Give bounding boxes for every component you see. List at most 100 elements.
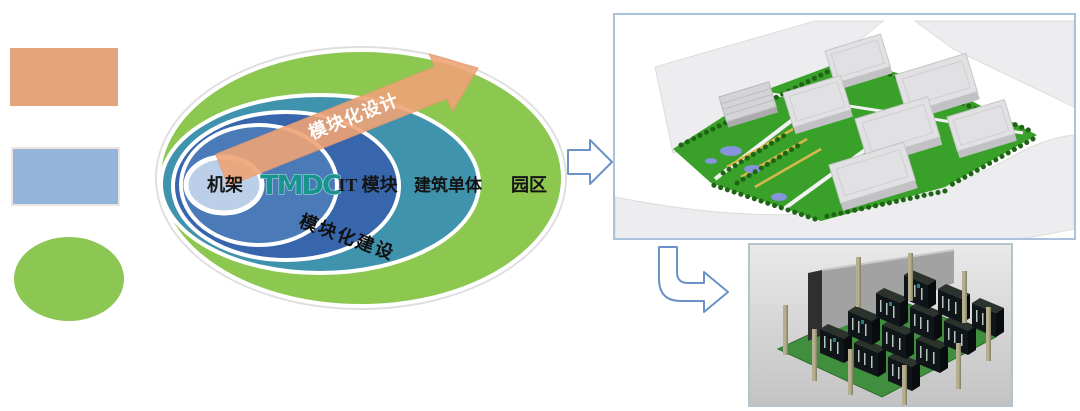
rack-side (878, 348, 886, 377)
structural-columns (783, 253, 991, 405)
rack-teal-panel (833, 338, 836, 342)
rack-side (968, 326, 976, 355)
rack-front (876, 293, 900, 327)
rack-led-strip (830, 339, 832, 351)
server-rack-room-3d-render (748, 243, 1013, 407)
rack-led-strip (898, 367, 900, 379)
data-hall (828, 141, 918, 211)
rack-cluster (882, 320, 914, 359)
rack-top (882, 320, 914, 335)
column-shade (989, 307, 991, 361)
rack-side (996, 308, 1004, 337)
column-face (902, 365, 907, 405)
rack-top (916, 334, 948, 349)
rack-side (906, 330, 914, 359)
rack-led-strip (858, 350, 860, 362)
column-shade (859, 257, 861, 307)
column (902, 365, 907, 405)
pond (720, 146, 742, 156)
column-shade (786, 305, 788, 355)
column-shade (815, 329, 817, 381)
rack-teal-panel (861, 320, 864, 324)
garden-strip (754, 147, 822, 189)
rack-led-strip (892, 335, 894, 347)
rack-top (876, 288, 908, 303)
rack-led-strip (865, 324, 867, 336)
flow-arrow-elbow (658, 246, 729, 313)
rack-label: 机架 (207, 174, 243, 195)
data-hall (946, 98, 1017, 159)
rack-led-strip (961, 334, 963, 346)
rack-top (888, 352, 920, 367)
column (848, 349, 853, 395)
rack-led-strip (976, 310, 978, 322)
rack-front (882, 325, 906, 359)
rack-led-strip (914, 314, 916, 326)
column (856, 257, 861, 307)
rack-side (928, 280, 936, 309)
rack-led-strip (933, 352, 935, 364)
rack-room-illustration (750, 245, 1011, 405)
tmdc-logo: TMDC (260, 170, 341, 201)
rack-side (940, 344, 948, 373)
campus-label: 园区 (511, 175, 547, 195)
column-face (783, 305, 788, 355)
rack-top (848, 306, 880, 321)
data-hall-buildings (782, 33, 1017, 211)
rack-led-strip (893, 306, 895, 318)
rack-led-strip (871, 356, 873, 368)
rack-led-strip (892, 364, 894, 376)
green-ellipse-swatch (14, 237, 124, 321)
rack-front (820, 329, 844, 363)
rack-led-strip (921, 288, 923, 300)
building-unit-label: 建筑单体 (414, 175, 483, 195)
column-face (986, 307, 991, 361)
rack-led-strip (858, 321, 860, 333)
column (986, 307, 991, 361)
rack-led-strip (886, 332, 888, 344)
rack-side (900, 298, 908, 327)
modular-design-arrow (215, 53, 479, 187)
rack-front (938, 289, 962, 323)
rack-led-strip (982, 313, 984, 325)
column-face (856, 257, 861, 307)
column (812, 329, 817, 381)
rack-led-strip (864, 353, 866, 365)
rack-top (972, 298, 1004, 313)
rack-top (910, 302, 942, 317)
rack-led-strip (954, 331, 956, 343)
blue-rectangle-swatch (11, 147, 120, 206)
pond (705, 158, 717, 164)
column-face (812, 329, 817, 381)
it-module-label: IT 模块 (338, 174, 398, 195)
column-shade (851, 349, 853, 395)
rack-cluster (944, 316, 976, 355)
rack-led-strip (948, 328, 950, 340)
legend (10, 48, 124, 321)
rack-led-strip (920, 346, 922, 358)
road-top-right (913, 20, 1074, 108)
column-face (962, 271, 967, 323)
rack-cluster (848, 306, 880, 345)
rack-side (872, 316, 880, 345)
rack-led-strip (886, 303, 888, 315)
rack-led-strip (920, 317, 922, 329)
rack-side (934, 312, 942, 341)
rack-led-strip (926, 349, 928, 361)
data-hall (824, 33, 893, 91)
rack-side (912, 362, 920, 391)
wall-edge (808, 270, 822, 341)
column-shade (911, 253, 913, 301)
multi-storey-building (718, 81, 779, 128)
rack-led-strip (880, 300, 882, 312)
rack-front (910, 307, 934, 341)
rack-led-strip (942, 296, 944, 308)
nested-rings-diagram: 机架 TMDC IT 模块 建筑单体 园区 模块化设计 模块化建设 (155, 46, 567, 310)
road-bottom (615, 134, 1074, 238)
rack-led-strip (914, 285, 916, 297)
rack-cluster (916, 334, 948, 373)
elbow-arrow-icon (658, 246, 729, 313)
server-racks (820, 270, 1004, 391)
column-shade (905, 365, 907, 405)
rack-top (944, 316, 976, 331)
